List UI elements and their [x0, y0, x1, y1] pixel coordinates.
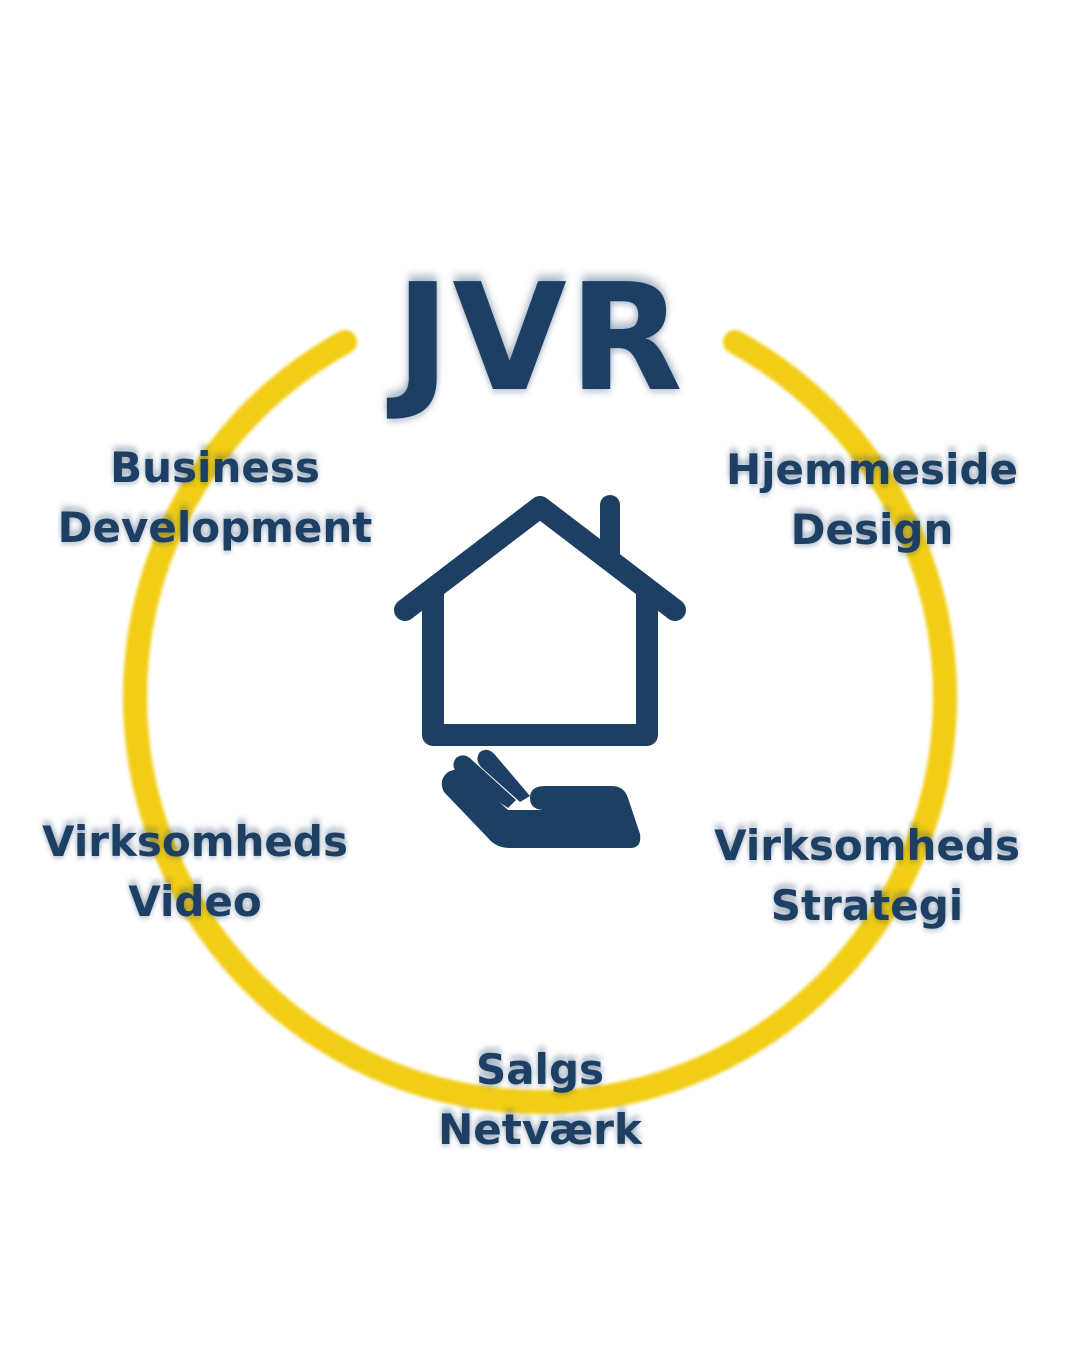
service-line-1: Virksomheds: [714, 821, 1020, 870]
service-line-2: Strategi: [770, 881, 964, 930]
service-line-1: Salgs: [475, 1045, 605, 1094]
service-line-2: Design: [790, 505, 954, 554]
service-business-development: Business Development: [45, 438, 385, 558]
service-line-1: Business: [110, 443, 320, 492]
service-virksomheds-video: Virksomheds Video: [25, 812, 365, 932]
service-hjemmeside-design: Hjemmeside Design: [712, 440, 1032, 560]
service-line-2: Development: [57, 503, 373, 552]
service-salgs-netvaerk: Salgs Netværk: [390, 1040, 690, 1160]
service-line-2: Netværk: [438, 1105, 642, 1154]
house-in-hand-icon: [394, 495, 686, 848]
brand-title: JVR: [395, 252, 685, 424]
service-line-1: Virksomheds: [42, 817, 348, 866]
service-line-2: Video: [128, 877, 262, 926]
service-virksomheds-strategi: Virksomheds Strategi: [697, 816, 1037, 936]
service-line-1: Hjemmeside: [726, 445, 1018, 494]
